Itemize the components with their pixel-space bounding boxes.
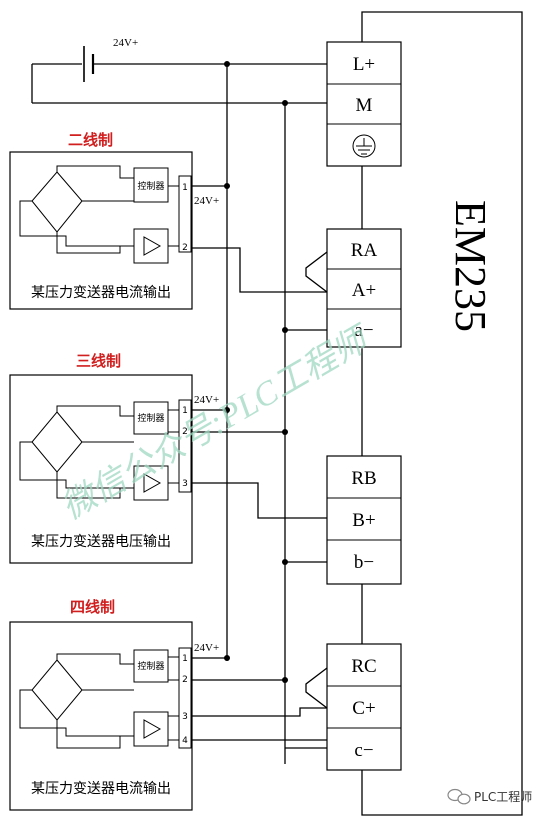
- terminal-c-plus: C+: [352, 698, 375, 719]
- pin-1: 1: [182, 654, 188, 664]
- terminal-a-minus: a−: [354, 320, 373, 341]
- ground-icon: [352, 134, 376, 158]
- terminal-b-plus: B+: [352, 510, 375, 531]
- pin-3: 3: [182, 712, 188, 722]
- amplifier-icon: [143, 236, 162, 256]
- supply-label: 24V+: [194, 394, 219, 406]
- power-terminal-block: L+ M: [326, 41, 402, 167]
- amplifier-icon: [143, 719, 162, 739]
- transmitter-two-wire: 二线制 某压力变送器电流输出 控制器 1 2 24V+: [9, 131, 327, 310]
- transmitter-four-wire: 四线制 某压力变送器电流输出 控制器 1 2 3 4 24V+: [9, 598, 327, 811]
- transmitter-caption: 某压力变送器电流输出: [31, 285, 171, 301]
- terminal-b-minus: b−: [354, 552, 374, 573]
- terminal-c-minus: c−: [354, 740, 373, 761]
- terminal-ra: RA: [351, 240, 378, 261]
- pin-1: 1: [182, 406, 188, 416]
- supply-label: 24V+: [194, 642, 219, 654]
- amplifier-icon: [143, 473, 162, 493]
- transmitter-caption: 某压力变送器电流输出: [31, 781, 171, 797]
- controller-label: 控制器: [137, 180, 164, 192]
- bridge-icon: [19, 405, 134, 499]
- controller-label: 控制器: [137, 660, 164, 672]
- terminal-l-plus: L+: [353, 54, 375, 75]
- terminal-block-b: RB B+ b−: [326, 455, 402, 585]
- pin-2: 2: [182, 243, 188, 253]
- bridge-icon: [19, 653, 134, 749]
- pin-4: 4: [182, 736, 188, 746]
- controller-label: 控制器: [137, 412, 164, 424]
- supply-label: 24V+: [194, 195, 219, 207]
- transmitter-title: 二线制: [68, 131, 113, 149]
- terminal-rc: RC: [351, 656, 376, 677]
- module-name: EM235: [446, 200, 495, 332]
- transmitter-caption: 某压力变送器电压输出: [31, 534, 171, 550]
- terminal-a-plus: A+: [352, 280, 376, 301]
- supply-label: 24V+: [113, 37, 138, 49]
- terminal-m: M: [356, 95, 373, 116]
- transmitter-title: 四线制: [70, 598, 115, 616]
- footer-brand-text: PLC工程师: [474, 789, 532, 804]
- wechat-icon: [447, 788, 471, 805]
- transmitter-three-wire: 三线制 某压力变送器电压输出 控制器 1 2 3 24V+: [9, 352, 327, 564]
- terminal-rb: RB: [351, 468, 376, 489]
- pin-2: 2: [182, 675, 188, 685]
- bridge-icon: [19, 165, 134, 254]
- terminal-block-c: RC C+ c−: [326, 643, 402, 771]
- pin-2: 2: [182, 427, 188, 437]
- footer-brand: PLC工程师: [447, 788, 532, 805]
- terminal-block-a: RA A+ a−: [326, 228, 402, 348]
- pin-1: 1: [182, 183, 188, 193]
- battery-icon: [31, 46, 327, 104]
- transmitter-title: 三线制: [76, 352, 121, 370]
- pin-3: 3: [182, 479, 188, 489]
- connection-wires: [285, 251, 328, 749]
- junction-dots: [224, 61, 288, 683]
- em235-module: EM235: [361, 11, 523, 816]
